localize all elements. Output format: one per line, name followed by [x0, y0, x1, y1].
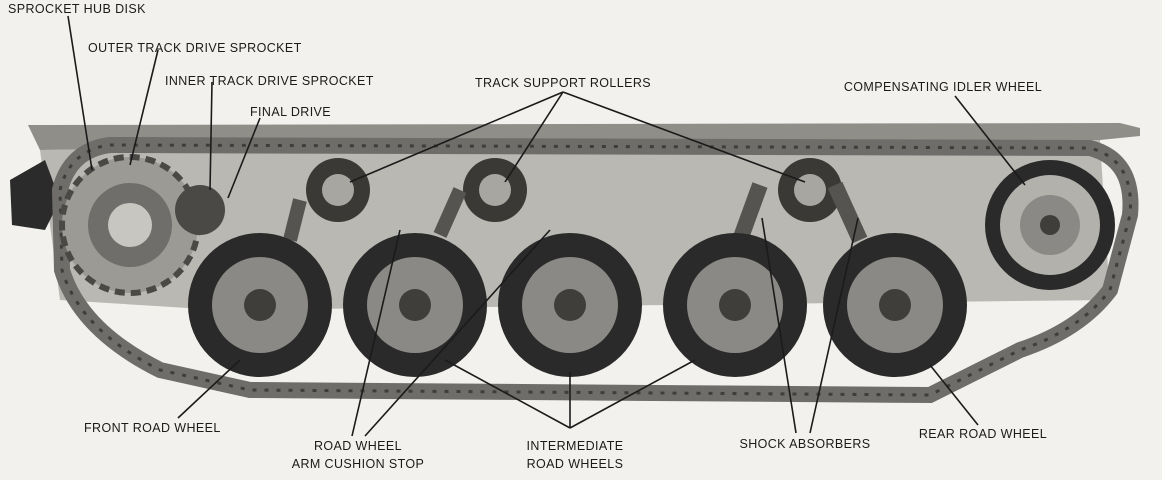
label-inner-track-drive-sprocket: INNER TRACK DRIVE SPROCKET: [165, 74, 374, 88]
label-front-road-wheel: FRONT ROAD WHEEL: [84, 421, 221, 435]
label-intermediate-line1: INTERMEDIATE: [527, 439, 624, 453]
label-rear-road-wheel: REAR ROAD WHEEL: [919, 427, 1047, 441]
label-outer-track-drive-sprocket: OUTER TRACK DRIVE SPROCKET: [88, 41, 302, 55]
rear-road-wheel: [823, 233, 967, 377]
intermediate-road-wheel-1: [343, 233, 487, 377]
front-road-wheel: [188, 233, 332, 377]
drive-sprocket: [59, 154, 225, 296]
label-sprocket-hub-disk: SPROCKET HUB DISK: [8, 2, 146, 16]
label-track-support-rollers: TRACK SUPPORT ROLLERS: [475, 76, 651, 90]
label-compensating-idler-wheel: COMPENSATING IDLER WHEEL: [844, 80, 1042, 94]
track: [51, 136, 1139, 404]
label-shock-absorbers: SHOCK ABSORBERS: [739, 437, 870, 451]
leader-lines: [67, 15, 1026, 437]
road-wheels: [188, 233, 967, 377]
label-road-wheel-line1: ROAD WHEEL: [314, 439, 402, 453]
intermediate-road-wheel-2: [498, 233, 642, 377]
label-road-wheel-line2: ARM CUSHION STOP: [292, 457, 425, 471]
intermediate-road-wheel-3: [663, 233, 807, 377]
label-final-drive: FINAL DRIVE: [250, 105, 331, 119]
front-fender: [10, 160, 60, 230]
label-intermediate-line2: ROAD WHEELS: [527, 457, 624, 471]
compensating-idler-wheel: [985, 160, 1115, 290]
